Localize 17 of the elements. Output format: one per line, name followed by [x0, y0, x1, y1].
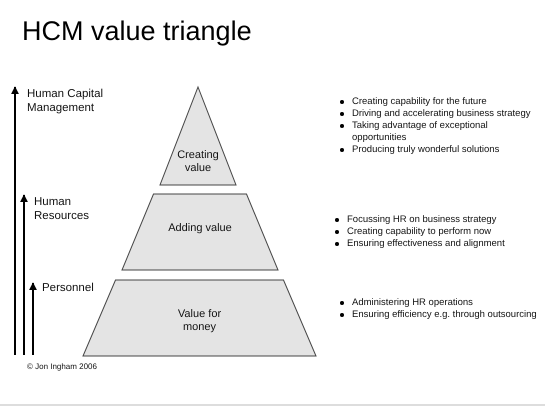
bullet-item: Focussing HR on business strategy [333, 214, 545, 226]
copyright-note: © Jon Ingham 2006 [27, 362, 97, 372]
stage-label: Human Resources [34, 196, 90, 224]
stage-label: Personnel [42, 282, 95, 296]
bullet-item: Taking advantage of exceptional opportunities [338, 120, 538, 144]
level-label: Adding value [167, 222, 233, 235]
bullet-item: Producing truly wonderful solutions [338, 144, 538, 156]
level-label: Value for money [176, 308, 222, 334]
diagram-title: HCM value triangle [22, 16, 252, 47]
bullet-item: Administering HR operations [338, 297, 538, 309]
bullet-item: Creating capability to perform now [333, 226, 545, 238]
level-label: Creating value [176, 149, 220, 175]
bullet-item: Driving and accelerating business strategy [338, 108, 538, 120]
bullet-item: Creating capability for the future [338, 96, 538, 108]
bullet-item: Ensuring effectiveness and alignment [333, 238, 545, 250]
stage-label: Human Capital Management [27, 88, 104, 116]
bullet-item: Ensuring efficiency e.g. through outsourcing [338, 309, 538, 321]
